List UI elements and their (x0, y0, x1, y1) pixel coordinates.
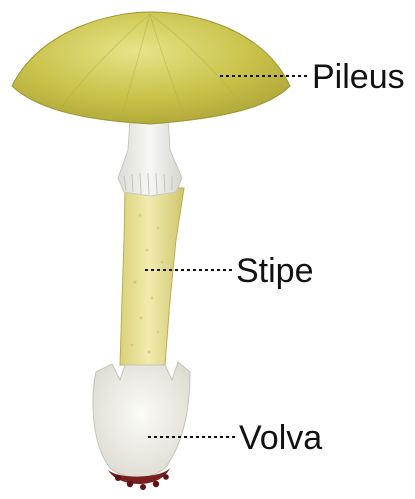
volva-shape (93, 362, 190, 490)
stipe-shape (120, 188, 184, 365)
pileus-label: Pileus (312, 58, 405, 96)
stipe-label: Stipe (236, 252, 314, 290)
pileus-shape (12, 12, 290, 124)
ring-shape (118, 118, 182, 196)
volva-label: Volva (239, 419, 322, 457)
